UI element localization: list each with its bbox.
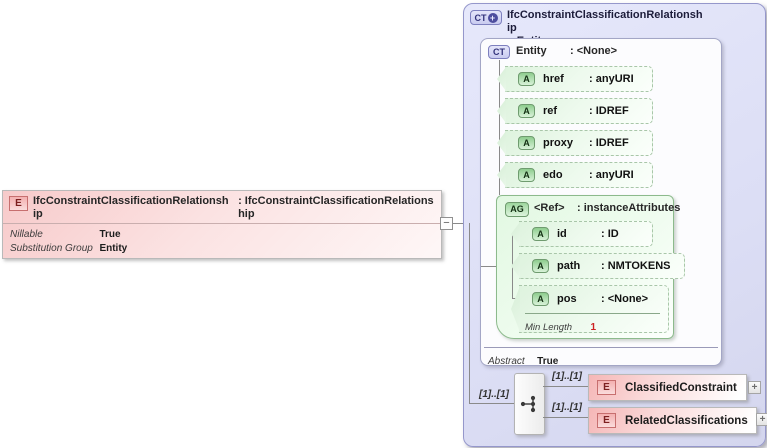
attribute-node-proxy[interactable]: A proxy : IDREF xyxy=(505,130,653,156)
child-element-relatedclassifications[interactable]: E RelatedClassifications xyxy=(588,407,757,434)
attribute-name: proxy xyxy=(543,137,573,149)
property-value: Entity xyxy=(99,243,128,254)
attribute-badge: A xyxy=(518,136,535,150)
base-type-footer: Abstract True xyxy=(488,351,558,369)
connector-line xyxy=(453,223,464,224)
expand-button[interactable]: + xyxy=(748,381,761,394)
attribute-node-path[interactable]: A path : NMTOKENS xyxy=(519,253,685,279)
branch-line xyxy=(543,386,588,387)
child-element-label: ClassifiedConstraint xyxy=(625,381,737,394)
facet-row: Min Length 1 xyxy=(525,317,596,335)
property-row: Nillable True xyxy=(10,227,127,241)
base-type-name: Entity xyxy=(516,45,547,57)
attribute-badge: A xyxy=(518,104,535,118)
sequence-compositor[interactable] xyxy=(514,373,545,435)
facet-label: Min Length xyxy=(525,322,573,333)
cardinality-label: [1]..[1] xyxy=(552,402,582,413)
attribute-name: href xyxy=(543,73,564,85)
colon-sep: : xyxy=(238,195,242,207)
content-tree-line xyxy=(469,403,514,404)
attribute-node-id[interactable]: A id : ID xyxy=(519,221,653,247)
attribute-name: edo xyxy=(543,169,563,181)
attribute-badge: A xyxy=(518,72,535,86)
attribute-name: path xyxy=(557,260,581,272)
property-row: Substitution Group Entity xyxy=(10,241,127,255)
attribute-type: : anyURI xyxy=(589,73,634,85)
element-properties: Nillable True Substitution Group Entity xyxy=(10,227,127,255)
facet-separator xyxy=(525,313,660,314)
footer-separator xyxy=(484,347,718,348)
footer-value: True xyxy=(537,356,559,367)
property-label: Nillable xyxy=(10,229,43,240)
sequence-icon xyxy=(520,395,535,413)
complex-type-badge: CT+ xyxy=(470,10,502,25)
attribute-group-type: : instanceAttributes xyxy=(577,202,681,214)
attribute-node-edo[interactable]: A edo : anyURI xyxy=(505,162,653,188)
attribute-node-href[interactable]: A href : anyURI xyxy=(505,66,653,92)
element-badge: E xyxy=(9,196,28,211)
attribute-type: : ID xyxy=(601,228,619,240)
property-value: True xyxy=(99,229,121,240)
element-badge: E xyxy=(597,413,616,428)
base-type-type: : <None> xyxy=(570,45,618,57)
collapse-toggle[interactable]: − xyxy=(440,217,453,230)
element-type: : IfcConstraintClassificationRelationshi… xyxy=(238,195,434,220)
cardinality-label: [1]..[1] xyxy=(479,389,509,400)
element-node-box[interactable]: E IfcConstraintClassificationRelationshi… xyxy=(2,190,442,259)
property-label: Substitution Group xyxy=(10,243,93,254)
attribute-group-name: <Ref> xyxy=(534,202,565,214)
complex-type-box[interactable]: CT+ IfcConstraintClassificationRelations… xyxy=(463,3,766,447)
attribute-name: pos xyxy=(557,293,577,305)
branch-line xyxy=(543,417,588,418)
base-type-box[interactable]: CT Entity : <None> A href : anyURI A ref… xyxy=(480,38,722,369)
attribute-row: A pos : <None> xyxy=(532,286,648,312)
element-title: IfcConstraintClassificationRelationship … xyxy=(33,195,435,221)
attribute-type: : NMTOKENS xyxy=(601,260,671,272)
element-separator xyxy=(3,223,441,224)
child-element-label: RelatedClassifications xyxy=(625,414,748,427)
child-element-classifiedconstraint[interactable]: E ClassifiedConstraint xyxy=(588,374,747,401)
attribute-badge: A xyxy=(532,227,549,241)
attribute-node-pos[interactable]: A pos : <None> Min Length 1 xyxy=(519,285,669,333)
element-name: IfcConstraintClassificationRelationship xyxy=(33,195,229,220)
attribute-badge: A xyxy=(532,259,549,273)
attribute-badge: A xyxy=(532,292,549,306)
attribute-node-ref[interactable]: A ref : IDREF xyxy=(505,98,653,124)
tree-spine-line xyxy=(499,60,500,195)
plus-circle-icon: + xyxy=(487,12,498,23)
attribute-name: id xyxy=(557,228,567,240)
element-badge: E xyxy=(597,380,616,395)
facet-value: 1 xyxy=(590,322,597,333)
attribute-name: ref xyxy=(543,105,558,117)
attribute-group-badge: AG xyxy=(505,202,529,217)
attribute-badge: A xyxy=(518,168,535,182)
expand-button[interactable]: + xyxy=(756,413,767,426)
attribute-group-box[interactable]: AG <Ref> : instanceAttributes A id : ID … xyxy=(496,195,685,339)
attribute-type: : IDREF xyxy=(589,137,629,149)
attribute-type: : IDREF xyxy=(589,105,629,117)
attribute-type: : anyURI xyxy=(589,169,634,181)
footer-label: Abstract xyxy=(488,356,525,367)
cardinality-label: [1]..[1] xyxy=(552,371,582,382)
tree-stub-line xyxy=(481,266,496,267)
content-tree-line xyxy=(469,223,470,403)
attribute-type: : <None> xyxy=(601,293,649,305)
base-type-badge: CT xyxy=(488,45,510,59)
complex-type-name: IfcConstraintClassificationRelationship xyxy=(507,9,703,34)
